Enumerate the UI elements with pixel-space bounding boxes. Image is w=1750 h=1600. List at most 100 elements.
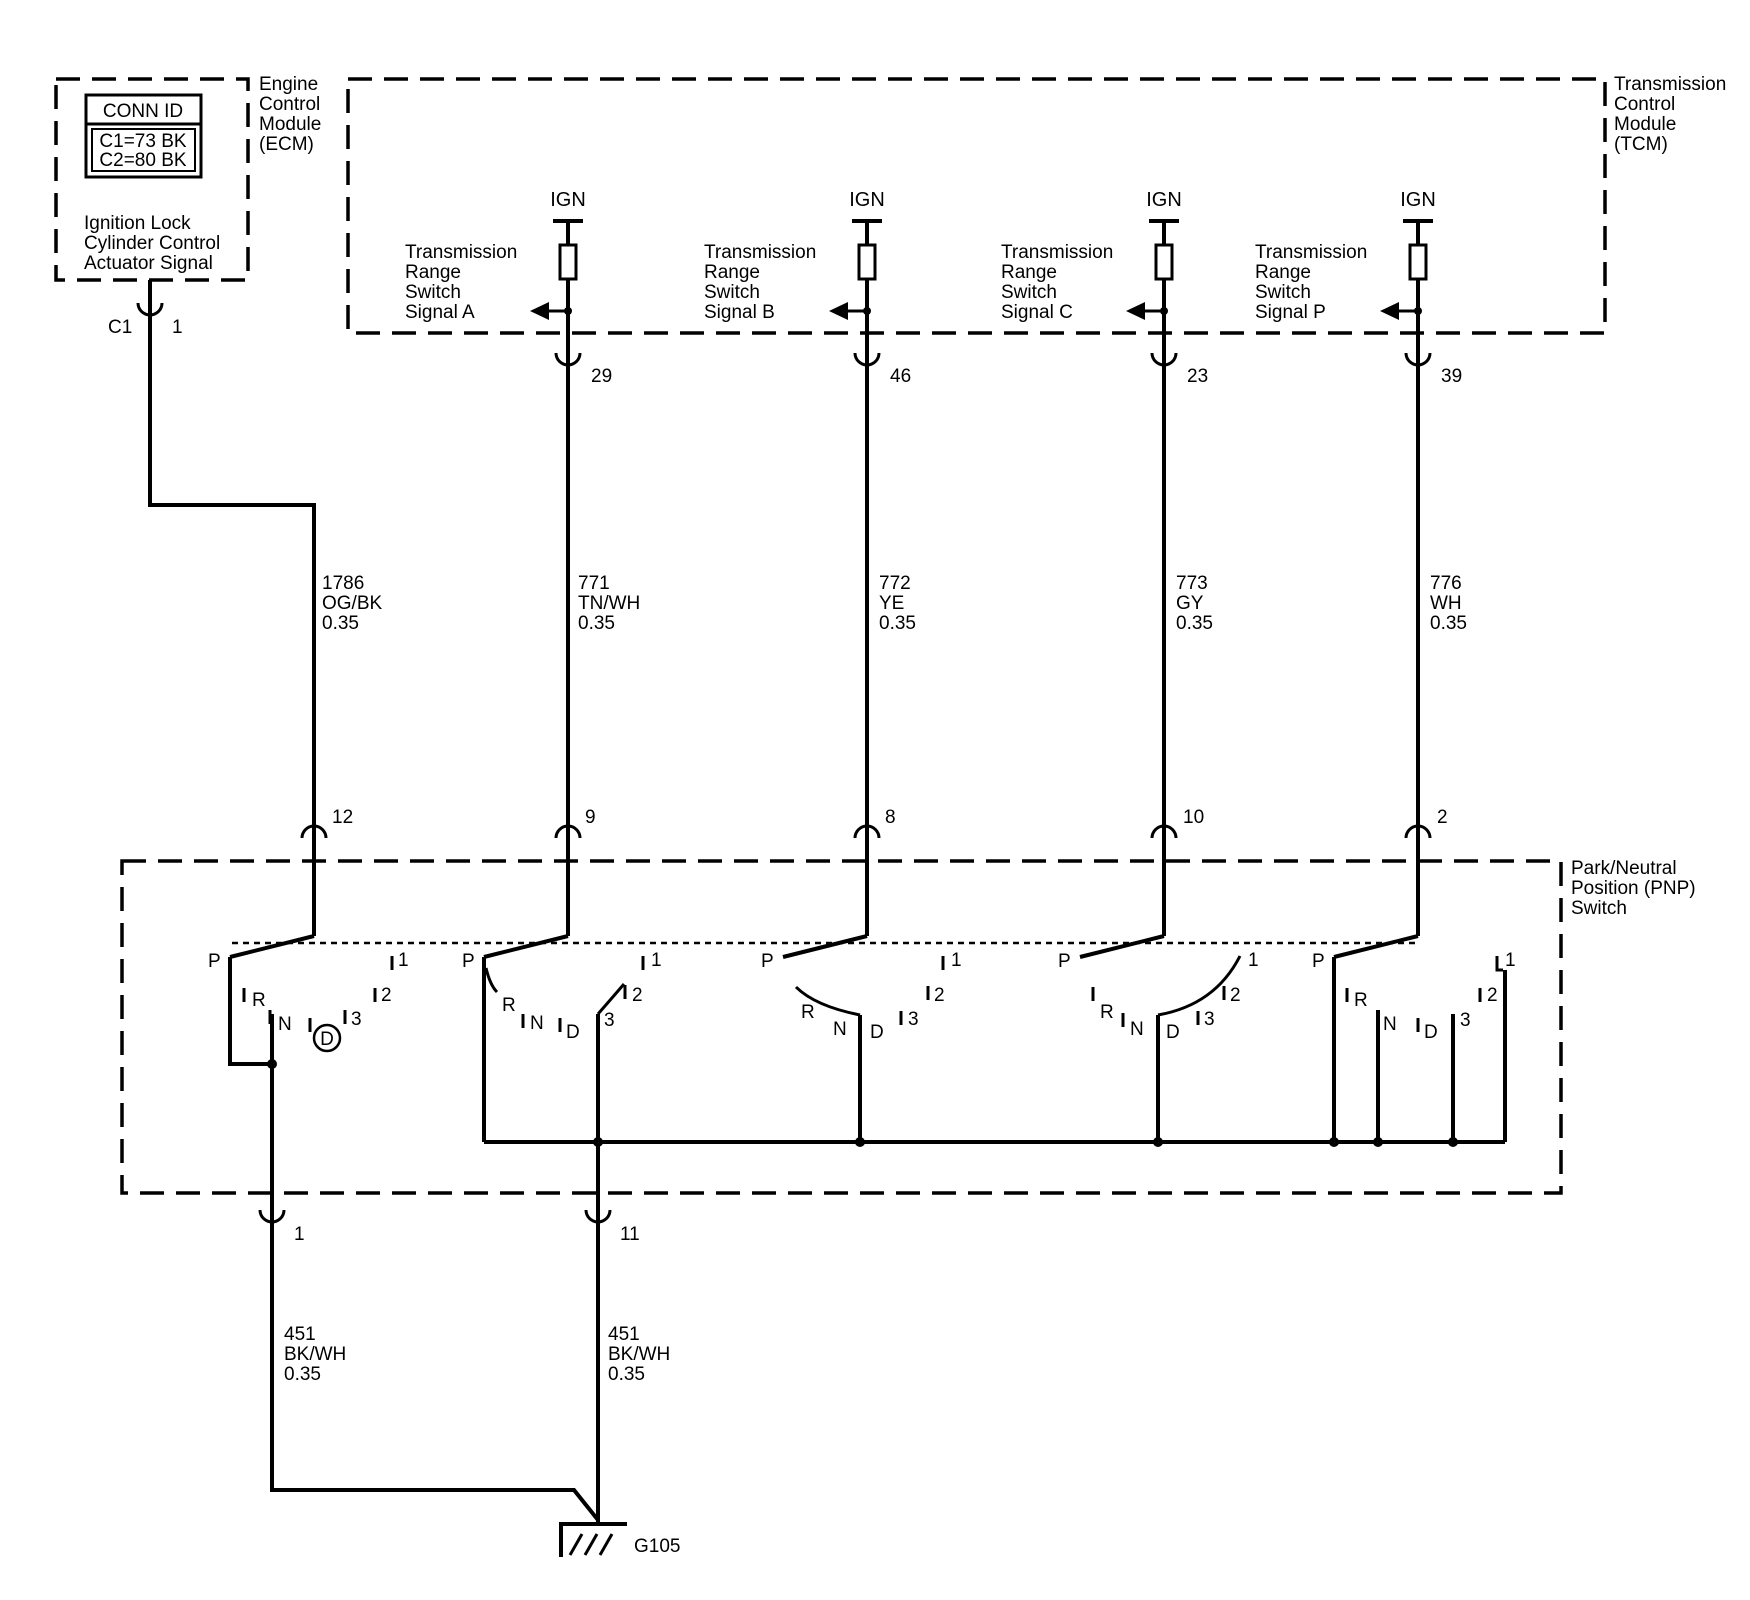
- conn-id-title: CONN ID: [103, 101, 183, 122]
- ground-wire-1-circuit: 451: [284, 1324, 316, 1345]
- pos-2-3: 2: [934, 985, 945, 1006]
- pnp-pin-9: 9: [585, 807, 596, 828]
- pnp-name-line-1: Park/Neutral: [1571, 858, 1677, 879]
- pos-r-4: R: [1100, 1002, 1114, 1023]
- wire-1786-color: OG/BK: [322, 593, 383, 614]
- signal-c-line-2: Range: [1001, 262, 1057, 283]
- ecm-boundary: [54, 77, 250, 282]
- wire-771-color: TN/WH: [578, 593, 640, 614]
- signal-p-line-2: Range: [1255, 262, 1311, 283]
- wire-771-size: 0.35: [578, 613, 615, 634]
- pos-1-4: 1: [1248, 950, 1259, 971]
- tcm-pin-23: 23: [1187, 366, 1208, 387]
- ground-wire-1-color: BK/WH: [284, 1344, 346, 1365]
- pnp-connector-2: [1404, 824, 1432, 839]
- pnp-ground-pin-11: 11: [620, 1224, 640, 1245]
- pnp-section-a: P R N D 3 2 1: [462, 950, 662, 1212]
- pullup-resistor-a: [558, 243, 578, 281]
- pullup-resistor-c: [1154, 243, 1174, 281]
- wire-773-size: 0.35: [1176, 613, 1213, 634]
- pnp-section-b: P R N D 3 2 1: [761, 950, 962, 1142]
- pos-2-1: 2: [381, 985, 392, 1006]
- wire-773-circuit: 773: [1176, 573, 1208, 594]
- conn-id-c2: C2=80 BK: [99, 150, 186, 171]
- signal-arrow-p: [1380, 302, 1399, 320]
- pos-p-5: P: [1312, 951, 1325, 972]
- signal-arrow-a: [530, 302, 549, 320]
- wire-776-size: 0.35: [1430, 613, 1467, 634]
- signal-p-line-4: Signal P: [1255, 302, 1326, 323]
- tcm-pin-39: 39: [1441, 366, 1462, 387]
- ecm-signal-line-1: Ignition Lock: [84, 213, 191, 234]
- pos-p-4: P: [1058, 951, 1071, 972]
- wire-776-color: WH: [1430, 593, 1462, 614]
- signal-a-line-1: Transmission: [405, 242, 517, 263]
- ign-label-p: IGN: [1400, 189, 1436, 211]
- ground-symbol-icon: [559, 1522, 627, 1557]
- conn-id-c1: C1=73 BK: [99, 131, 186, 152]
- pos-2-2: 2: [632, 985, 643, 1006]
- pnp-section-p: P R N D 3 2 1: [1312, 950, 1516, 1142]
- signal-a-line-3: Switch: [405, 282, 461, 303]
- pnp-connector-8: [853, 824, 881, 839]
- pnp-connector-12: [300, 824, 328, 839]
- signal-arrow-b: [829, 302, 848, 320]
- tcm-name-line-1: Transmission: [1614, 74, 1726, 95]
- pos-3-1: 3: [351, 1009, 362, 1030]
- conn-id-box: [84, 93, 203, 179]
- ecm-name-line-4: (ECM): [259, 134, 314, 155]
- pnp-pin-8: 8: [885, 807, 896, 828]
- conn-id-inner: [91, 128, 196, 172]
- pos-d-1: D: [320, 1029, 334, 1050]
- pos-p-1: P: [208, 951, 221, 972]
- tcm-name-line-4: (TCM): [1614, 134, 1668, 155]
- pos-r-5: R: [1354, 990, 1368, 1011]
- signal-b-line-3: Switch: [704, 282, 760, 303]
- wire-773-color: GY: [1176, 593, 1204, 614]
- ecm-connector-label: C1: [108, 317, 132, 338]
- ign-label-a: IGN: [550, 189, 586, 211]
- pos-r-2: R: [502, 995, 516, 1016]
- signal-b-line-4: Signal B: [704, 302, 775, 323]
- pos-d-4: D: [1166, 1022, 1180, 1043]
- ecm-pin-label: 1: [172, 317, 183, 338]
- pos-2-5: 2: [1487, 985, 1498, 1006]
- pos-1-5: 1: [1505, 950, 1516, 971]
- ecm-signal-line-3: Actuator Signal: [84, 253, 213, 274]
- pos-p-3: P: [761, 951, 774, 972]
- pullup-resistor-b: [857, 243, 877, 281]
- tcm-channel-p: IGN Transmission Range Switch Signal P 3…: [1255, 189, 1462, 387]
- pos-n-4: N: [1130, 1019, 1144, 1040]
- pnp-pin-10: 10: [1183, 807, 1204, 828]
- pos-1-3: 1: [951, 950, 962, 971]
- pos-n-1: N: [278, 1014, 292, 1035]
- tcm-channel-c: IGN Transmission Range Switch Signal C 2…: [1001, 189, 1208, 387]
- pos-d-2: D: [566, 1022, 580, 1043]
- pnp-name-line-2: Position (PNP): [1571, 878, 1696, 899]
- ground-wire-2-color: BK/WH: [608, 1344, 670, 1365]
- pnp-section-ecm: P R N D 3 2 1: [208, 950, 409, 1212]
- pos-3-3: 3: [908, 1009, 919, 1030]
- tcm-pin-46: 46: [890, 366, 911, 387]
- pullup-resistor-p: [1408, 243, 1428, 281]
- pos-n-3: N: [833, 1019, 847, 1040]
- tcm-pin-29: 29: [591, 366, 612, 387]
- pos-2-4: 2: [1230, 985, 1241, 1006]
- pos-3-4: 3: [1204, 1009, 1215, 1030]
- wire-776-circuit: 776: [1430, 573, 1462, 594]
- ground-label: G105: [634, 1536, 680, 1557]
- tcm-channel-a: IGN Transmission Range Switch Signal A 2…: [405, 189, 612, 387]
- signal-c-line-3: Switch: [1001, 282, 1057, 303]
- signal-b-line-2: Range: [704, 262, 760, 283]
- pnp-name-line-3: Switch: [1571, 898, 1627, 919]
- signal-c-line-1: Transmission: [1001, 242, 1113, 263]
- pnp-section-c: P R N D 3 2 1: [1058, 950, 1259, 1142]
- signal-arrow-c: [1126, 302, 1145, 320]
- tcm-boundary: [346, 77, 1607, 335]
- signal-p-line-3: Switch: [1255, 282, 1311, 303]
- pos-1-1: 1: [398, 950, 409, 971]
- pos-d-5: D: [1424, 1022, 1438, 1043]
- pos-d-3: D: [870, 1022, 884, 1043]
- signal-p-line-1: Transmission: [1255, 242, 1367, 263]
